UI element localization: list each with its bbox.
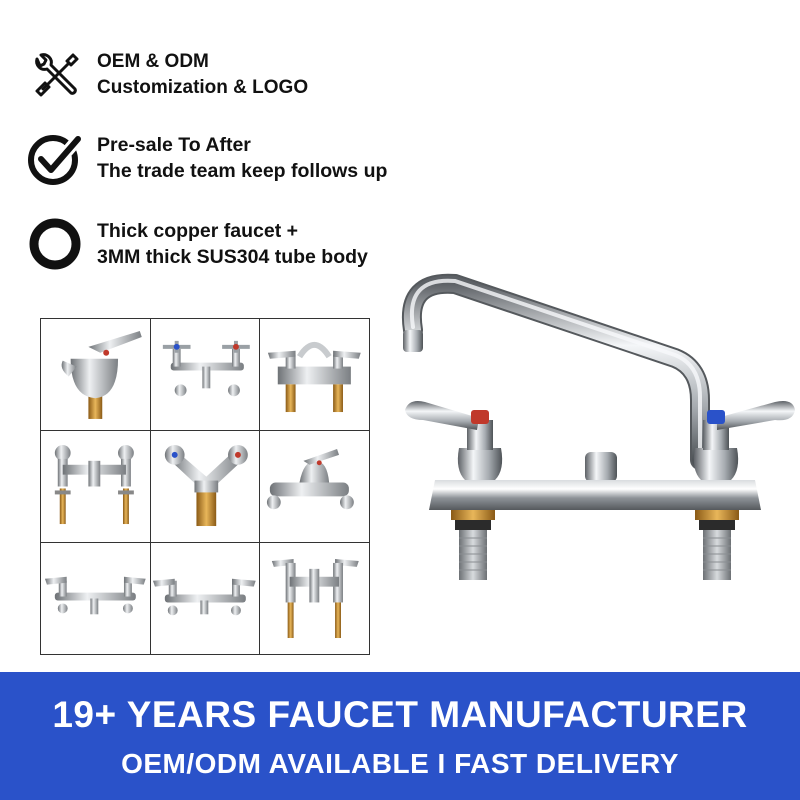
wall-mount-lever-mixer-icon: [267, 448, 355, 510]
feature-line: Thick copper faucet +: [97, 220, 299, 242]
feature-line: 3MM thick SUS304 tube body: [97, 246, 368, 268]
grid-cell[interactable]: [150, 431, 261, 543]
feature-oem-odm: OEM & ODM Customization & LOGO: [25, 45, 308, 105]
feature-line: The trade team keep follows up: [97, 160, 388, 182]
product-grid: [40, 318, 370, 655]
y-shape-dual-valve-icon: [164, 445, 248, 527]
grid-cell[interactable]: [150, 543, 261, 655]
grid-cell[interactable]: [41, 319, 151, 431]
bottom-banner: 19+ YEARS FAUCET MANUFACTURER OEM/ODM AV…: [0, 672, 800, 800]
bridge-cross-handle-faucet-icon: [54, 445, 134, 525]
wall-mount-cross-handle-faucet-icon: [162, 340, 250, 397]
ring-icon: [25, 214, 85, 274]
feature-line: OEM & ODM: [97, 51, 209, 72]
wall-mount-lever-faucet-2-icon: [152, 578, 256, 616]
feature-material: Thick copper faucet + 3MM thick SUS304 t…: [25, 214, 368, 274]
feature-line: Pre-sale To After: [97, 134, 251, 156]
banner-headline: 19+ YEARS FAUCET MANUFACTURER: [52, 694, 748, 735]
single-lever-basin-faucet-icon: [61, 331, 142, 419]
bridge-lever-faucet-icon: [272, 558, 360, 639]
grid-cell[interactable]: [150, 319, 261, 431]
grid-cell[interactable]: [41, 431, 151, 543]
wrench-screwdriver-icon: [25, 45, 85, 105]
feature-pre-sale: Pre-sale To After The trade team keep fo…: [25, 128, 387, 188]
feature-line: Customization & LOGO: [97, 77, 309, 98]
deck-mount-swing-spout-faucet-icon: [401, 273, 795, 580]
wall-mount-lever-faucet-icon: [44, 576, 146, 615]
deck-mount-lever-faucet-icon: [268, 341, 362, 413]
grid-cell[interactable]: [260, 543, 370, 655]
banner-subline: OEM/ODM AVAILABLE I FAST DELIVERY: [121, 748, 679, 779]
grid-cell[interactable]: [260, 319, 370, 431]
grid-cell[interactable]: [260, 431, 370, 543]
grid-cell[interactable]: [41, 543, 151, 655]
checkmark-circle-icon: [25, 128, 85, 188]
